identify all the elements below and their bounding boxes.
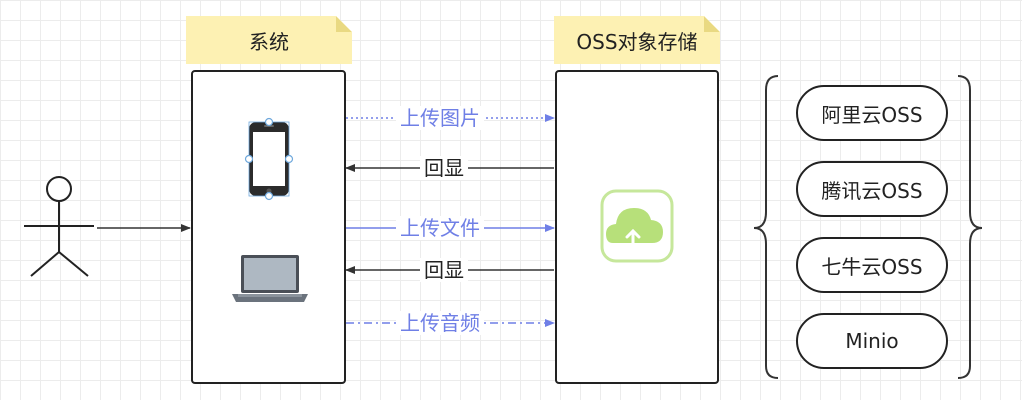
oss-label: OSS对象存储: [576, 29, 698, 54]
provider-qiniu[interactable]: 七牛云OSS: [796, 237, 948, 293]
provider-aliyun[interactable]: 阿里云OSS: [796, 85, 948, 141]
echo-label-2: 回显: [420, 258, 468, 282]
upload-image-label: 上传图片: [396, 106, 484, 130]
right-curly-brace: [957, 75, 983, 379]
upload-audio-label: 上传音频: [396, 311, 484, 335]
upload-file-label: 上传文件: [396, 216, 484, 240]
echo-label-1: 回显: [420, 156, 468, 180]
provider-minio[interactable]: Minio: [796, 313, 948, 369]
system-label-note: 系统: [186, 16, 352, 64]
provider-tencent[interactable]: 腾讯云OSS: [796, 161, 948, 217]
system-label: 系统: [249, 29, 289, 54]
oss-label-note: OSS对象存储: [554, 16, 720, 64]
left-curly-brace: [753, 75, 779, 379]
